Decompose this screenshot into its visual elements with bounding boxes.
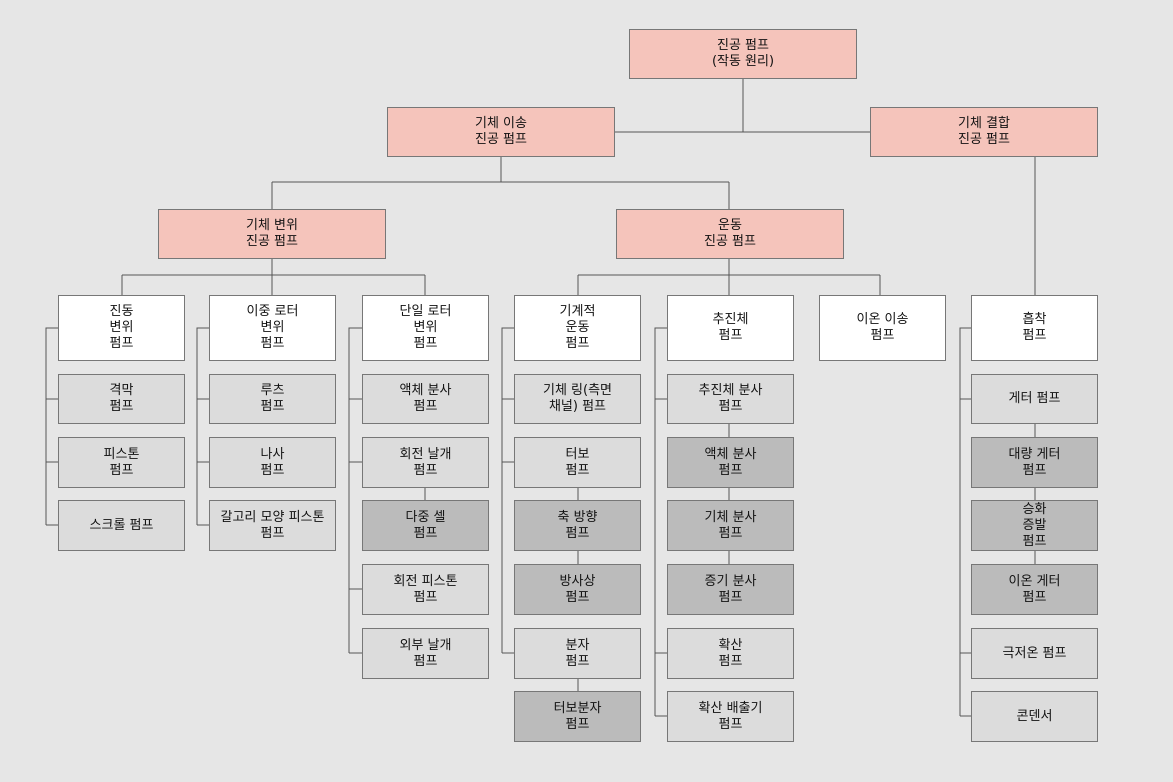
- connector-mechanical: [501, 327, 579, 691]
- connector-double-rotor: [196, 327, 209, 526]
- node-sublimation: 승화 증발 펌프: [971, 500, 1098, 551]
- connector-root: [615, 79, 870, 133]
- node-liquid-ring: 액체 분사 펌프: [362, 374, 489, 424]
- node-turbomolecular: 터보분자 펌프: [514, 691, 641, 742]
- node-gas-binding: 기체 결합 진공 펌프: [870, 107, 1098, 157]
- connector-single-rotor: [348, 327, 426, 654]
- node-ion-getter: 이온 게터 펌프: [971, 564, 1098, 615]
- node-gas-transfer: 기체 이송 진공 펌프: [387, 107, 615, 157]
- node-radial: 방사상 펌프: [514, 564, 641, 615]
- node-roots: 루츠 펌프: [209, 374, 336, 424]
- connector-momentum: [577, 259, 881, 295]
- node-external-vane: 외부 날개 펌프: [362, 628, 489, 679]
- node-rotary-piston: 회전 피스톤 펌프: [362, 564, 489, 615]
- node-getter: 게터 펌프: [971, 374, 1098, 424]
- node-screw: 나사 펌프: [209, 437, 336, 488]
- node-propellant: 추진체 펌프: [667, 295, 794, 361]
- connector-gas-transfer: [271, 157, 730, 209]
- node-axial: 축 방향 펌프: [514, 500, 641, 551]
- node-side-channel: 기체 링(측면 채널) 펌프: [514, 374, 641, 424]
- node-vapor-jet: 증기 분사 펌프: [667, 564, 794, 615]
- node-double-rotor: 이중 로터 변위 펌프: [209, 295, 336, 361]
- node-claw: 갈고리 모양 피스톤 펌프: [209, 500, 336, 551]
- node-scroll: 스크롤 펌프: [58, 500, 185, 551]
- node-cryo: 극저온 펌프: [971, 628, 1098, 679]
- node-condenser: 콘덴서: [971, 691, 1098, 742]
- connector-gas-displacement: [121, 259, 426, 295]
- node-vacuum-pump-root: 진공 펌프 (작동 원리): [629, 29, 857, 79]
- node-molecular: 분자 펌프: [514, 628, 641, 679]
- node-single-rotor: 단일 로터 변위 펌프: [362, 295, 489, 361]
- node-ion-transfer: 이온 이송 펌프: [819, 295, 946, 361]
- node-vibrating-displacement: 진동 변위 펌프: [58, 295, 185, 361]
- node-diffusion-ejector: 확산 배출기 펌프: [667, 691, 794, 742]
- node-bulk-getter: 대량 게터 펌프: [971, 437, 1098, 488]
- node-sorption: 흡착 펌프: [971, 295, 1098, 361]
- node-rotary-vane: 회전 날개 펌프: [362, 437, 489, 488]
- connector-propellant: [654, 327, 730, 717]
- node-multi-cell: 다중 셀 펌프: [362, 500, 489, 551]
- node-gas-displacement: 기체 변위 진공 펌프: [158, 209, 386, 259]
- node-mechanical-kinetic: 기계적 운동 펌프: [514, 295, 641, 361]
- connector-vibrating: [45, 327, 58, 526]
- node-diaphragm: 격막 펌프: [58, 374, 185, 424]
- node-diffusion: 확산 펌프: [667, 628, 794, 679]
- node-gas-jet: 기체 분사 펌프: [667, 500, 794, 551]
- node-piston: 피스톤 펌프: [58, 437, 185, 488]
- node-liquid-jet: 액체 분사 펌프: [667, 437, 794, 488]
- node-momentum: 운동 진공 펌프: [616, 209, 844, 259]
- connector-sorption: [959, 327, 1036, 717]
- node-propellant-jet: 추진체 분사 펌프: [667, 374, 794, 424]
- node-turbo: 터보 펌프: [514, 437, 641, 488]
